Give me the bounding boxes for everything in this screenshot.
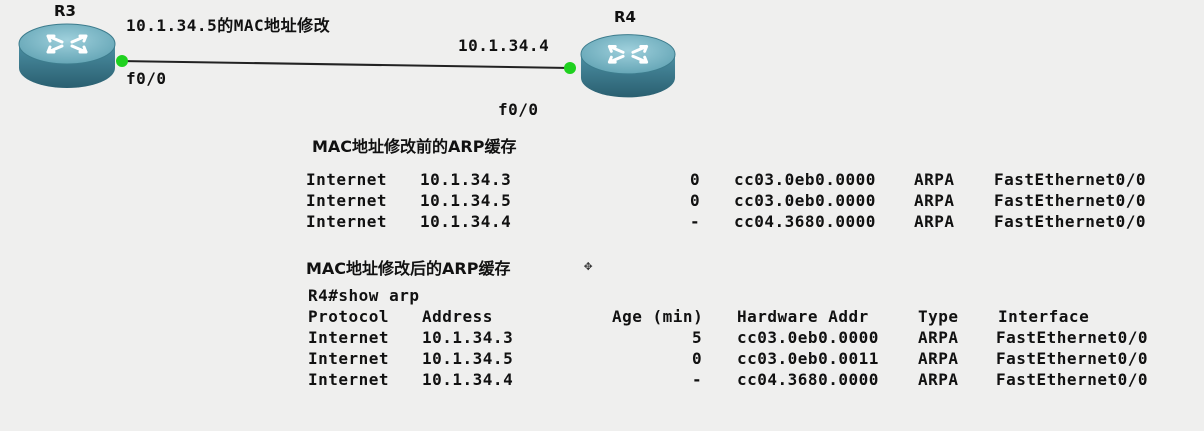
address-cell: 10.1.34.4 <box>422 370 514 389</box>
type-header: Type <box>918 307 959 326</box>
before-row: Internet 10.1.34.4 - cc04.3680.0000 ARPA… <box>0 212 1204 232</box>
type-cell: ARPA <box>918 370 959 389</box>
protocol-cell: Internet <box>308 349 390 368</box>
before-row: Internet 10.1.34.5 0 cc03.0eb0.0000 ARPA… <box>0 191 1204 211</box>
protocol-cell: Internet <box>306 212 388 231</box>
diagram-title: 10.1.34.5的MAC地址修改 <box>126 16 331 35</box>
r3-port-label: f0/0 <box>126 69 167 88</box>
after-row: Internet 10.1.34.3 5 cc03.0eb0.0000 ARPA… <box>0 328 1204 348</box>
interface-cell: FastEthernet0/0 <box>994 191 1146 210</box>
age-cell: 0 <box>690 191 701 210</box>
age-cell: 5 <box>692 328 703 347</box>
hardware-cell: cc03.0eb0.0000 <box>734 191 876 210</box>
topology-link <box>121 60 571 69</box>
after-row: Internet 10.1.34.5 0 cc03.0eb0.0011 ARPA… <box>0 349 1204 369</box>
after-heading: MAC地址修改后的ARP缓存 <box>306 259 511 278</box>
before-heading: MAC地址修改前的ARP缓存 <box>312 137 517 156</box>
type-cell: ARPA <box>914 212 955 231</box>
address-cell: 10.1.34.3 <box>420 170 512 189</box>
after-header-row: Protocol Address Age (min) Hardware Addr… <box>0 307 1204 327</box>
hardware-cell: cc03.0eb0.0000 <box>734 170 876 189</box>
r4-ip-label: 10.1.34.4 <box>458 36 550 55</box>
router-r4-icon[interactable] <box>580 32 676 106</box>
interface-cell: FastEthernet0/0 <box>994 170 1146 189</box>
protocol-cell: Internet <box>306 191 388 210</box>
hardware-cell: cc03.0eb0.0011 <box>737 349 879 368</box>
hardware-cell: cc03.0eb0.0000 <box>737 328 879 347</box>
hardware-header: Hardware Addr <box>737 307 869 326</box>
before-row: Internet 10.1.34.3 0 cc03.0eb0.0000 ARPA… <box>0 170 1204 190</box>
type-cell: ARPA <box>918 328 959 347</box>
show-arp-command: R4#show arp <box>308 286 420 305</box>
age-cell: - <box>692 370 703 389</box>
address-cell: 10.1.34.3 <box>422 328 514 347</box>
router-r3-icon[interactable] <box>18 22 116 96</box>
address-cell: 10.1.34.5 <box>420 191 512 210</box>
interface-cell: FastEthernet0/0 <box>994 212 1146 231</box>
after-row: Internet 10.1.34.4 - cc04.3680.0000 ARPA… <box>0 370 1204 390</box>
interface-cell: FastEthernet0/0 <box>996 370 1148 389</box>
interface-cell: FastEthernet0/0 <box>996 328 1148 347</box>
protocol-cell: Internet <box>308 328 390 347</box>
hardware-cell: cc04.3680.0000 <box>734 212 876 231</box>
type-cell: ARPA <box>918 349 959 368</box>
router-r4-label: R4 <box>614 8 636 26</box>
address-header: Address <box>422 307 493 326</box>
r4-port-label: f0/0 <box>498 100 539 119</box>
age-cell: - <box>690 212 701 231</box>
protocol-header: Protocol <box>308 307 390 326</box>
type-cell: ARPA <box>914 170 955 189</box>
type-cell: ARPA <box>914 191 955 210</box>
protocol-cell: Internet <box>306 170 388 189</box>
interface-header: Interface <box>998 307 1090 326</box>
r4-port-indicator <box>564 62 576 74</box>
interface-cell: FastEthernet0/0 <box>996 349 1148 368</box>
address-cell: 10.1.34.5 <box>422 349 514 368</box>
age-cell: 0 <box>690 170 701 189</box>
hardware-cell: cc04.3680.0000 <box>737 370 879 389</box>
age-cell: 0 <box>692 349 703 368</box>
address-cell: 10.1.34.4 <box>420 212 512 231</box>
router-r3-label: R3 <box>54 2 76 20</box>
r3-port-indicator <box>116 55 128 67</box>
age-header: Age (min) <box>612 307 704 326</box>
protocol-cell: Internet <box>308 370 390 389</box>
move-cursor-icon: ✥ <box>584 258 593 274</box>
